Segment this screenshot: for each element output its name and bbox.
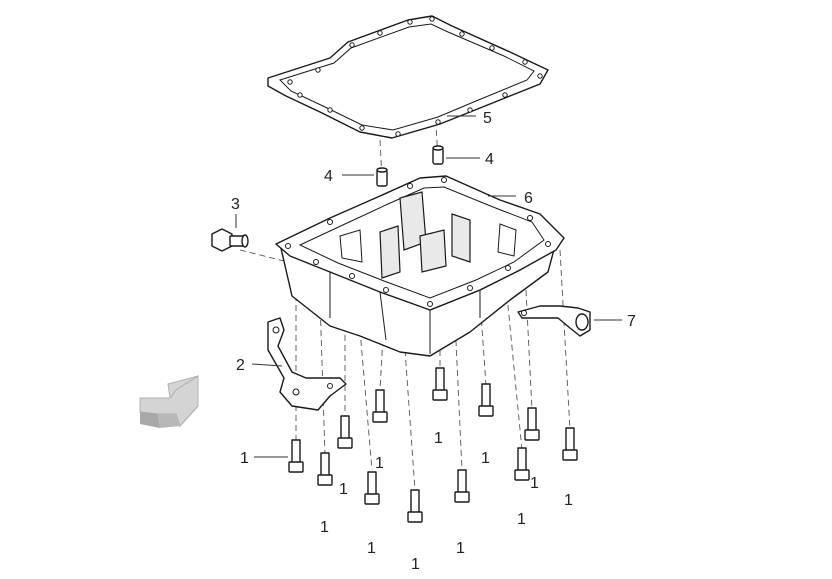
callout-6: 6 bbox=[524, 190, 533, 207]
bolt bbox=[478, 383, 494, 417]
callout-1: 1 bbox=[530, 475, 539, 492]
callout-1: 1 bbox=[367, 540, 376, 557]
bolt bbox=[364, 471, 380, 505]
oil-pan bbox=[275, 175, 565, 357]
callout-1: 1 bbox=[481, 450, 490, 467]
drain-plug bbox=[211, 228, 249, 252]
bolt bbox=[524, 407, 540, 441]
dowel-pin-right bbox=[432, 145, 444, 165]
bolt bbox=[562, 427, 578, 461]
callout-2: 2 bbox=[236, 357, 245, 374]
callout-1: 1 bbox=[411, 556, 420, 573]
bolt bbox=[288, 439, 304, 473]
bolt bbox=[337, 415, 353, 449]
bolt bbox=[454, 469, 470, 503]
callout-1: 1 bbox=[517, 511, 526, 528]
oil-pan-gasket bbox=[267, 15, 549, 139]
callout-1: 1 bbox=[564, 492, 573, 509]
bracket-left bbox=[267, 317, 347, 411]
bolt bbox=[407, 489, 423, 523]
front-direction-arrow-icon bbox=[139, 375, 199, 428]
callout-1: 1 bbox=[240, 450, 249, 467]
callout-1: 1 bbox=[339, 481, 348, 498]
bolts bbox=[288, 367, 578, 523]
callouts: 5 4 4 6 3 2 7 1 1 1 1 1 1 1 1 1 1 1 1 bbox=[231, 110, 636, 573]
callout-4-left: 4 bbox=[324, 168, 333, 185]
callout-1: 1 bbox=[434, 430, 443, 447]
bolt bbox=[432, 367, 448, 401]
callout-1: 1 bbox=[456, 540, 465, 557]
callout-1: 1 bbox=[375, 455, 384, 472]
leader-lines bbox=[235, 115, 622, 458]
callout-5: 5 bbox=[483, 110, 492, 127]
callout-3: 3 bbox=[231, 196, 240, 213]
dowel-pin-left bbox=[376, 167, 388, 187]
callout-4-right: 4 bbox=[485, 151, 494, 168]
bolt bbox=[317, 452, 333, 486]
bracket-right bbox=[517, 305, 591, 337]
callout-1: 1 bbox=[320, 519, 329, 536]
bolt bbox=[514, 447, 530, 481]
bolt bbox=[372, 389, 388, 423]
callout-7: 7 bbox=[627, 313, 636, 330]
